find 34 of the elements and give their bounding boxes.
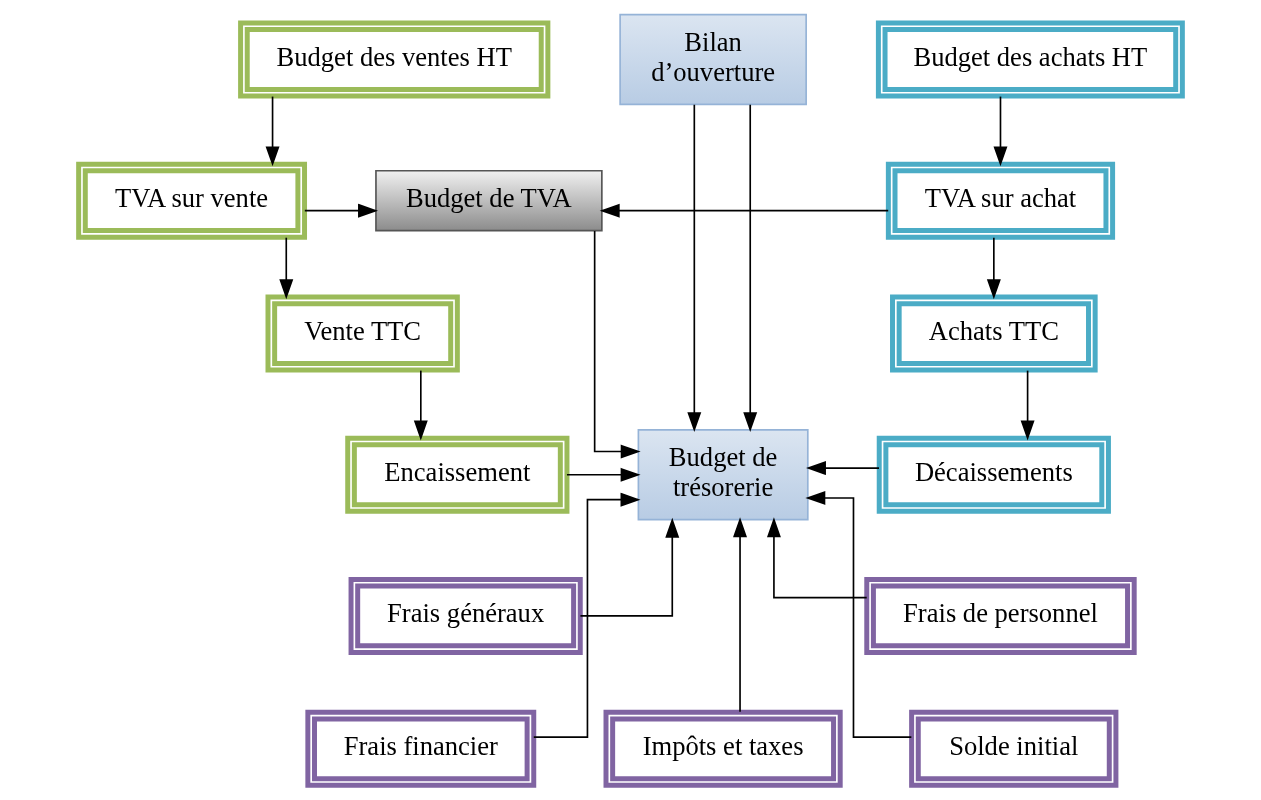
arrow [413, 369, 428, 441]
node-box: Solde initial [909, 709, 1119, 788]
arrow [687, 103, 702, 433]
node-box: Budget de TVA [375, 169, 603, 232]
node-box: Budget des achats HT [875, 20, 1185, 99]
arrow [805, 491, 913, 738]
node-box: Budget des ventes HT [238, 20, 551, 99]
node-box: Encaissement [345, 435, 570, 514]
node-box: Décaissements [876, 435, 1111, 514]
arrow [766, 517, 868, 599]
arrow [579, 517, 680, 617]
node-box: Bilan d’ouverture [619, 13, 807, 106]
arrow [1020, 369, 1035, 441]
node-box: Budget de trésorerie [637, 429, 809, 521]
arrow [532, 492, 641, 738]
arrow [593, 230, 641, 459]
node-box: Achats TTC [890, 294, 1098, 373]
arrow [806, 461, 880, 476]
arrow [733, 517, 747, 713]
arrow [743, 103, 758, 433]
arrow [265, 95, 280, 167]
node-box: Vente TTC [265, 294, 460, 373]
node-box: Frais de personnel [864, 576, 1137, 655]
arrow [986, 236, 1001, 300]
arrow [304, 203, 378, 218]
node-box: Frais généraux [348, 576, 583, 655]
arrow [993, 95, 1008, 167]
node-box: Frais financier [305, 709, 537, 788]
arrow [279, 236, 294, 300]
node-box: Impôts et taxes [603, 709, 843, 788]
node-box: TVA sur achat [885, 161, 1116, 240]
node-box: TVA sur vente [76, 161, 308, 240]
arrow [599, 203, 890, 218]
arrow [566, 467, 641, 482]
